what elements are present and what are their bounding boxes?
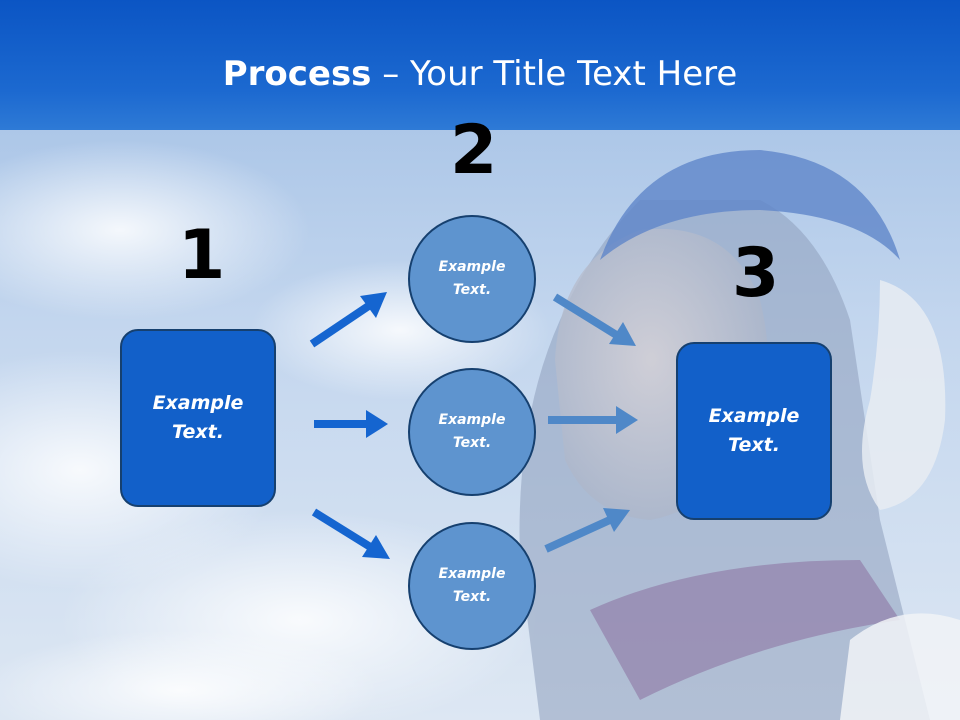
- step-3-label: Example Text.: [708, 405, 800, 456]
- step-2-middle-label: Example Text.: [438, 412, 506, 451]
- step-number-3: 3: [732, 234, 780, 313]
- title-rest: – Your Title Text Here: [371, 54, 738, 94]
- step-3-box: Example Text.: [676, 342, 832, 520]
- title-band: [0, 0, 960, 130]
- step-number-2: 2: [450, 111, 498, 190]
- step-number-1: 1: [178, 216, 226, 295]
- title-bold: Process: [222, 54, 372, 94]
- step-1-box: Example Text.: [120, 329, 276, 507]
- step-2-top-label: Example Text.: [438, 259, 506, 298]
- step-2-bottom-label: Example Text.: [438, 566, 506, 605]
- step-2-circle-bottom: Example Text.: [408, 522, 536, 650]
- slide-title: Process – Your Title Text Here: [0, 52, 960, 96]
- step-2-circle-middle: Example Text.: [408, 368, 536, 496]
- step-2-circle-top: Example Text.: [408, 215, 536, 343]
- step-1-label: Example Text.: [152, 392, 244, 443]
